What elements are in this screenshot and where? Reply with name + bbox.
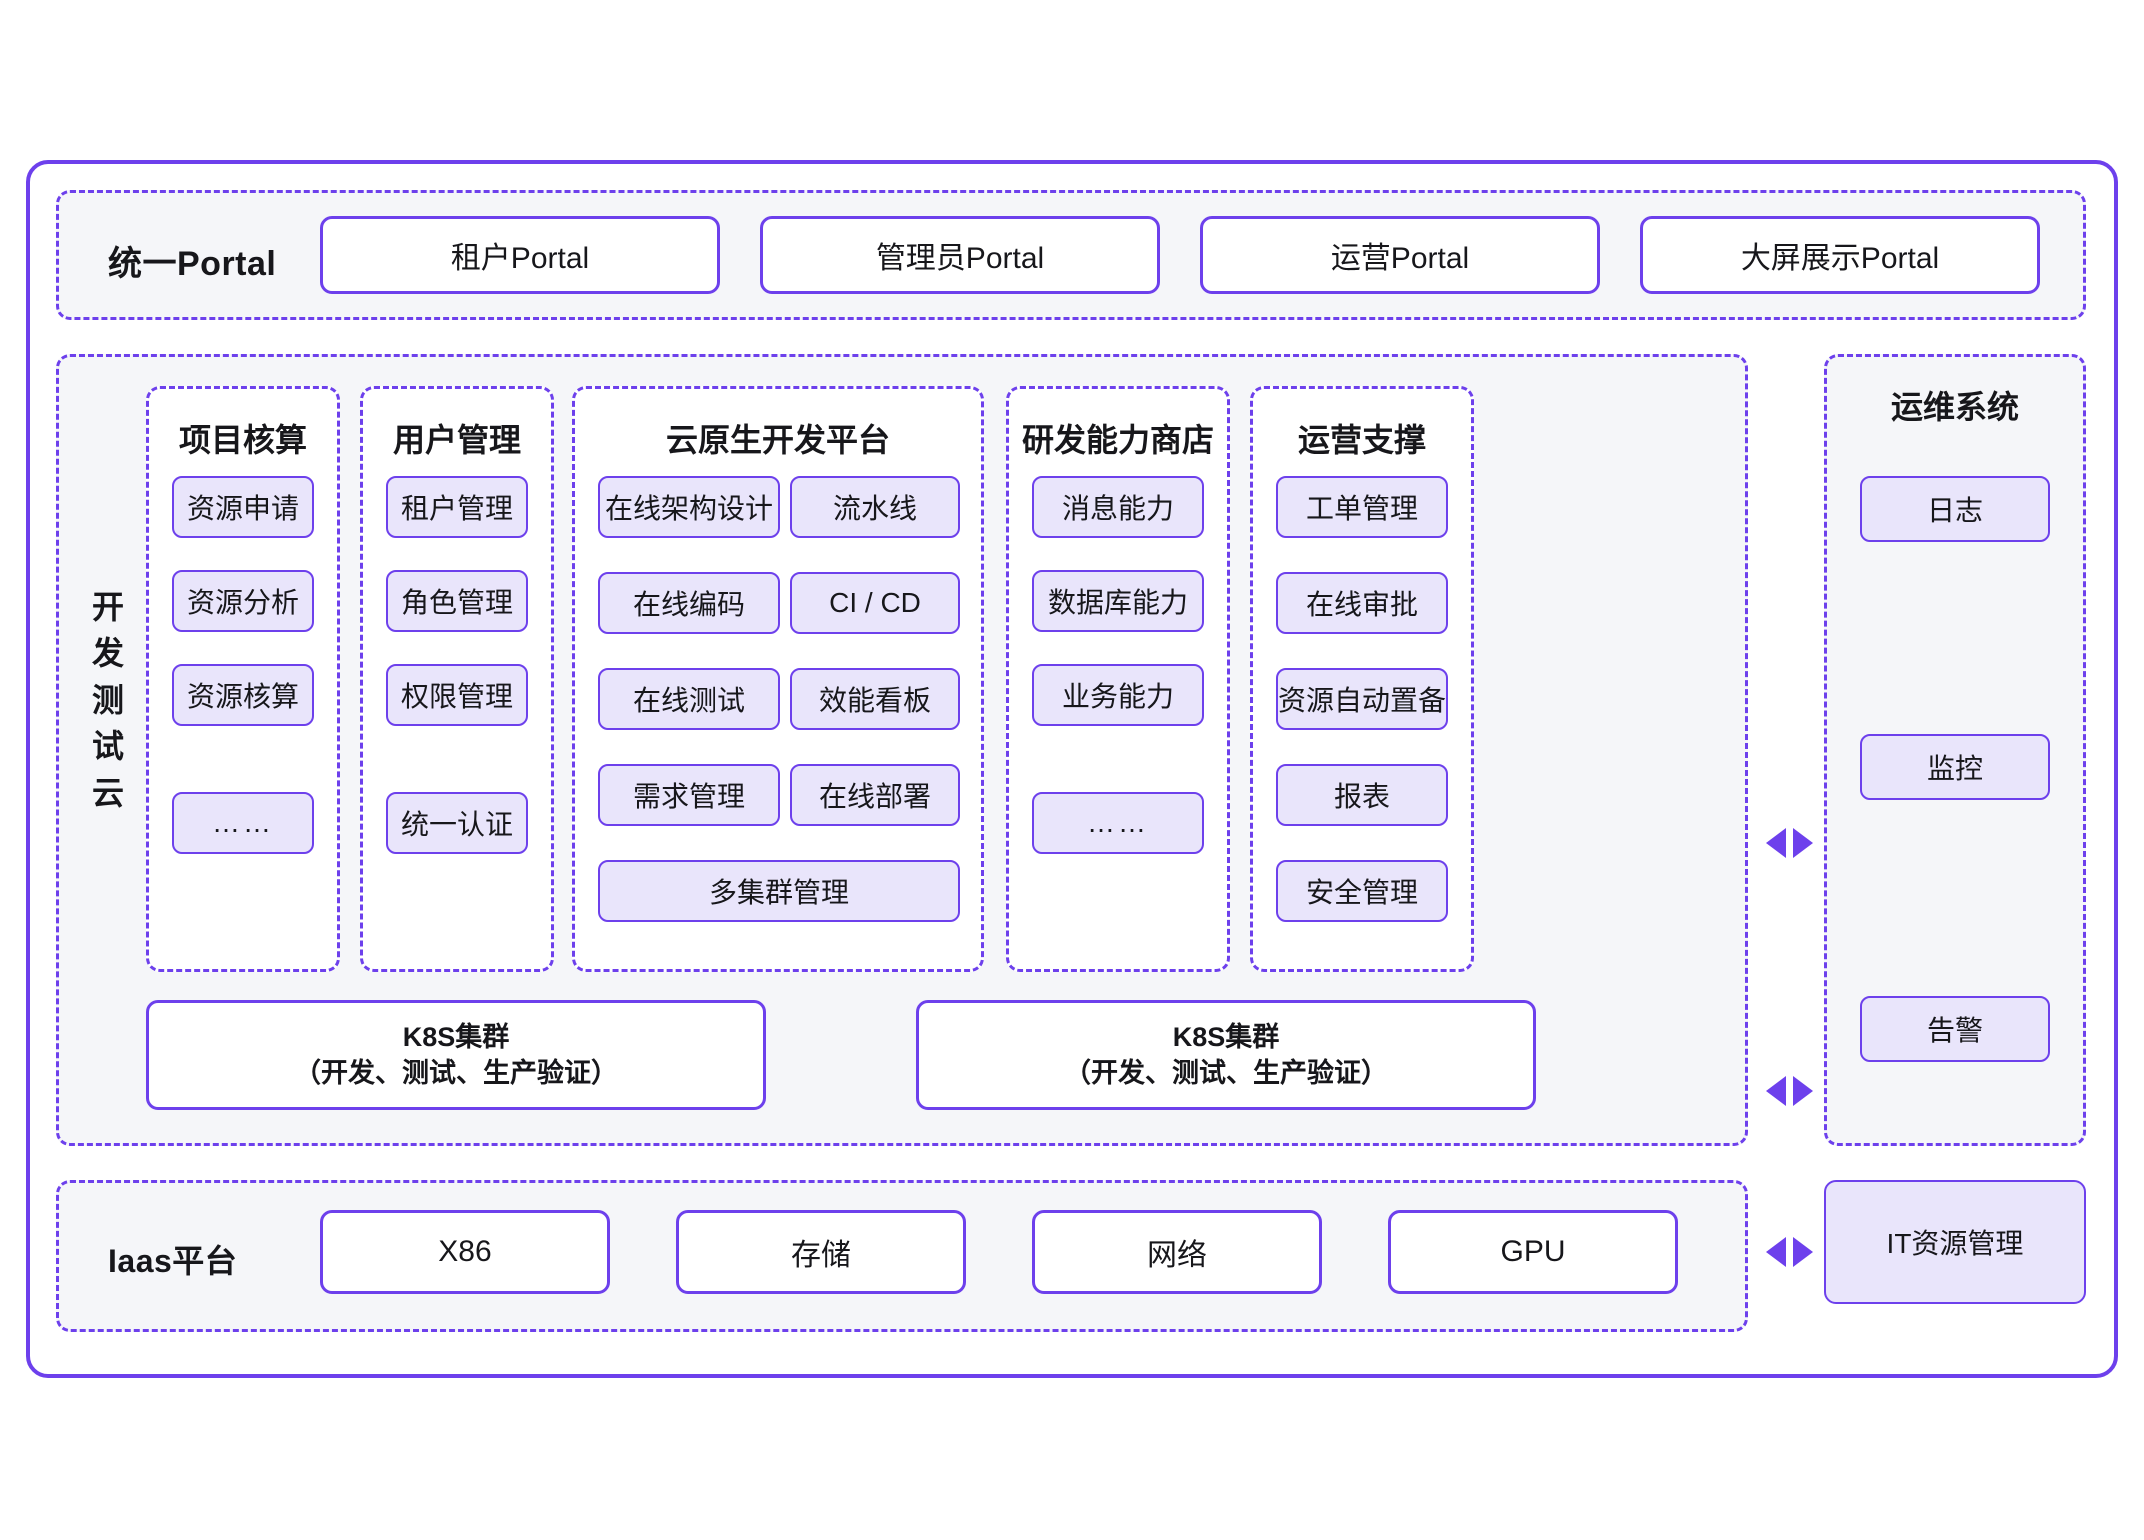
ops-system-title: 运维系统 <box>1890 389 2019 425</box>
connector-ops-lower <box>1766 1076 1813 1106</box>
portal-row-label: 统一Portal <box>108 245 277 283</box>
column-title-cloud-native-platform: 云原生开发平台 <box>665 422 890 458</box>
tile-auto-resource-provisioning[interactable]: 资源自动置备 <box>1276 668 1448 730</box>
devtest-cloud-label: 开发测试云 <box>91 589 124 811</box>
portal-chip-tenant[interactable]: 租户Portal <box>320 216 720 294</box>
connector-ops-upper <box>1766 828 1813 858</box>
portal-chip-bigscreen[interactable]: 大屏展示Portal <box>1640 216 2040 294</box>
column-title-rnd-capability-store: 研发能力商店 <box>1021 422 1214 458</box>
iaas-row-label: Iaas平台 <box>108 1243 238 1279</box>
column-title-operations-support: 运营支撑 <box>1297 422 1426 458</box>
iaas-chip-gpu[interactable]: GPU <box>1388 1210 1678 1294</box>
outer-frame: 统一Portal 租户Portal 管理员Portal 运营Portal 大屏展… <box>26 160 2118 1378</box>
arrow-left-icon <box>1766 1237 1786 1267</box>
tile-online-approval[interactable]: 在线审批 <box>1276 572 1448 634</box>
tile-requirement-management[interactable]: 需求管理 <box>598 764 780 826</box>
portal-chip-operations[interactable]: 运营Portal <box>1200 216 1600 294</box>
tile-efficiency-dashboard[interactable]: 效能看板 <box>790 668 960 730</box>
k8s-cluster-box-1[interactable]: K8S集群 （开发、测试、生产验证） <box>146 1000 766 1110</box>
k8s-cluster-1-line1: K8S集群 <box>402 1021 510 1052</box>
tile-security-management[interactable]: 安全管理 <box>1276 860 1448 922</box>
tile-online-deployment[interactable]: 在线部署 <box>790 764 960 826</box>
k8s-cluster-box-2[interactable]: K8S集群 （开发、测试、生产验证） <box>916 1000 1536 1110</box>
tile-pipeline[interactable]: 流水线 <box>790 476 960 538</box>
tile-report[interactable]: 报表 <box>1276 764 1448 826</box>
arrow-left-icon <box>1766 828 1786 858</box>
arrow-right-icon <box>1793 1076 1813 1106</box>
tile-it-resource-management[interactable]: IT资源管理 <box>1824 1180 2086 1304</box>
tile-alerts[interactable]: 告警 <box>1860 996 2050 1062</box>
tile-role-management[interactable]: 角色管理 <box>386 570 528 632</box>
column-title-project-accounting: 项目核算 <box>178 422 307 458</box>
tile-database-capability[interactable]: 数据库能力 <box>1032 570 1204 632</box>
tile-resource-accounting[interactable]: 资源核算 <box>172 664 314 726</box>
tile-business-capability[interactable]: 业务能力 <box>1032 664 1204 726</box>
tile-logs[interactable]: 日志 <box>1860 476 2050 542</box>
tile-monitoring[interactable]: 监控 <box>1860 734 2050 800</box>
connector-iaas <box>1766 1237 1813 1267</box>
arrow-left-icon <box>1766 1076 1786 1106</box>
iaas-chip-network[interactable]: 网络 <box>1032 1210 1322 1294</box>
tile-ticket-management[interactable]: 工单管理 <box>1276 476 1448 538</box>
arrow-right-icon <box>1793 828 1813 858</box>
tile-permission-management[interactable]: 权限管理 <box>386 664 528 726</box>
tile-tenant-management[interactable]: 租户管理 <box>386 476 528 538</box>
tile-online-testing[interactable]: 在线测试 <box>598 668 780 730</box>
tile-resource-analysis[interactable]: 资源分析 <box>172 570 314 632</box>
tile-online-coding[interactable]: 在线编码 <box>598 572 780 634</box>
tile-ci-cd[interactable]: CI / CD <box>790 572 960 634</box>
iaas-chip-storage[interactable]: 存储 <box>676 1210 966 1294</box>
tile-project-accounting-more[interactable]: …… <box>172 792 314 854</box>
column-title-user-management: 用户管理 <box>392 422 521 458</box>
tile-multi-cluster-management[interactable]: 多集群管理 <box>598 860 960 922</box>
k8s-cluster-2-line1: K8S集群 <box>1172 1021 1280 1052</box>
tile-unified-auth[interactable]: 统一认证 <box>386 792 528 854</box>
tile-rnd-capability-more[interactable]: …… <box>1032 792 1204 854</box>
tile-online-architecture-design[interactable]: 在线架构设计 <box>598 476 780 538</box>
iaas-chip-x86[interactable]: X86 <box>320 1210 610 1294</box>
k8s-cluster-1-line2: （开发、测试、生产验证） <box>294 1058 618 1088</box>
tile-message-capability[interactable]: 消息能力 <box>1032 476 1204 538</box>
k8s-cluster-2-line2: （开发、测试、生产验证） <box>1064 1058 1388 1088</box>
tile-resource-request[interactable]: 资源申请 <box>172 476 314 538</box>
arrow-right-icon <box>1793 1237 1813 1267</box>
portal-chip-admin[interactable]: 管理员Portal <box>760 216 1160 294</box>
